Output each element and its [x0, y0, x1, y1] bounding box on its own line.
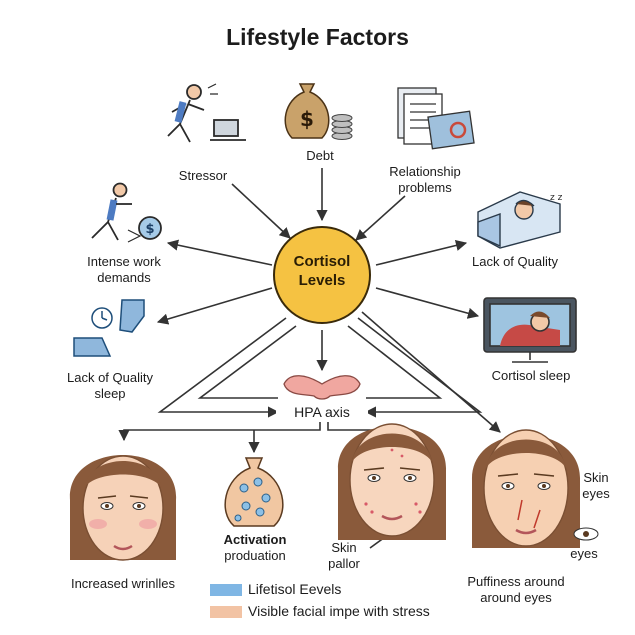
label-puffiness-line2: around eyes: [480, 590, 552, 605]
clock-puzzle-icon: [73, 299, 145, 357]
label-activation-line1: Activation: [223, 532, 287, 547]
label-skin-eyes-line1: Skin: [583, 470, 609, 485]
label-lack-quality-sleep: Lack of Quality sleep: [50, 370, 170, 402]
svg-text:$: $: [145, 222, 154, 237]
documents-icon: [397, 87, 475, 150]
bed-sleep-icon: z z: [477, 191, 563, 249]
label-intense: Intense work demands: [64, 254, 184, 286]
running-person-icon: [167, 83, 246, 143]
line-hpa-left-inner: [197, 325, 297, 399]
label-lack-sleep-line2: sleep: [94, 386, 126, 401]
label-intense-line2: demands: [97, 270, 151, 285]
line-hpa-left-outer: [157, 317, 287, 418]
arrow-lack-sleep: [156, 287, 273, 325]
label-intense-line1: Intense work: [87, 254, 161, 269]
label-lack-quality: Lack of Quality: [472, 254, 558, 269]
arrow-intense: [166, 239, 273, 266]
label-relationship-line2: problems: [398, 180, 452, 195]
arrow-lack-quality: [375, 239, 468, 266]
label-skin-eyes-line2: eyes: [582, 486, 610, 501]
cortisol-circle: [273, 226, 371, 324]
label-skin-eyes: Skin eyes: [572, 470, 620, 502]
label-skin-pallor-line2: pallor: [328, 556, 360, 571]
label-puffiness-line1: Puffiness around: [467, 574, 565, 589]
cortisol-line2: Levels: [298, 272, 346, 289]
label-activation-line2: produation: [224, 548, 286, 563]
label-hpa-axis: HPA axis: [276, 404, 368, 420]
legend-swatch-blue: [210, 584, 242, 596]
label-skin-pallor: Skin pallor: [318, 540, 370, 572]
arrow-relationship: [355, 195, 406, 241]
label-relationship: Relationship problems: [370, 164, 480, 196]
connector-arrows: [118, 168, 574, 549]
hpa-gland-icon: [283, 375, 361, 400]
arrow-stressor: [231, 183, 291, 239]
label-cortisol-sleep: Cortisol sleep: [491, 368, 571, 383]
worker-icon: $: [91, 182, 162, 243]
money-bag-icon: $: [284, 83, 353, 140]
legend-label-2: Visible facial impe with stress: [248, 603, 430, 619]
legend-label-1: Lifetisol Eevels: [248, 581, 342, 597]
svg-text:$: $: [300, 107, 314, 131]
label-puffiness: Puffiness around around eyes: [446, 574, 586, 606]
arrow-cortisol-sleep: [375, 287, 480, 319]
arrow-to-puffiness: [361, 311, 501, 433]
arrow-hpa-wrinkles: [118, 422, 321, 442]
legend-swatch-peach: [210, 606, 242, 618]
label-activation: Activation produation: [200, 532, 310, 564]
label-eyes: eyes: [570, 546, 598, 561]
label-wrinkles: Increased wrinlles: [70, 576, 176, 591]
face-puffiness-icon: [471, 429, 599, 548]
face-wrinkles-icon: [69, 455, 177, 561]
line-hpa-right-inner: [347, 325, 443, 399]
cortisol-line1: Cortisol: [293, 253, 351, 270]
activation-bag-icon: [224, 457, 284, 527]
monitor-icon: [483, 297, 577, 363]
label-relationship-line1: Relationship: [389, 164, 461, 179]
diagram-title: Lifestyle Factors: [226, 24, 409, 50]
cortisol-label: Cortisol Levels: [272, 252, 372, 290]
label-lack-sleep-line1: Lack of Quality: [67, 370, 153, 385]
label-skin-pallor-line1: Skin: [331, 540, 357, 555]
label-debt: Debt: [306, 148, 334, 163]
label-stressor: Stressor: [178, 168, 228, 183]
line-hpa-right-outer: [357, 317, 483, 418]
svg-text:z z: z z: [550, 193, 563, 203]
face-pallor-icon: [337, 423, 447, 540]
